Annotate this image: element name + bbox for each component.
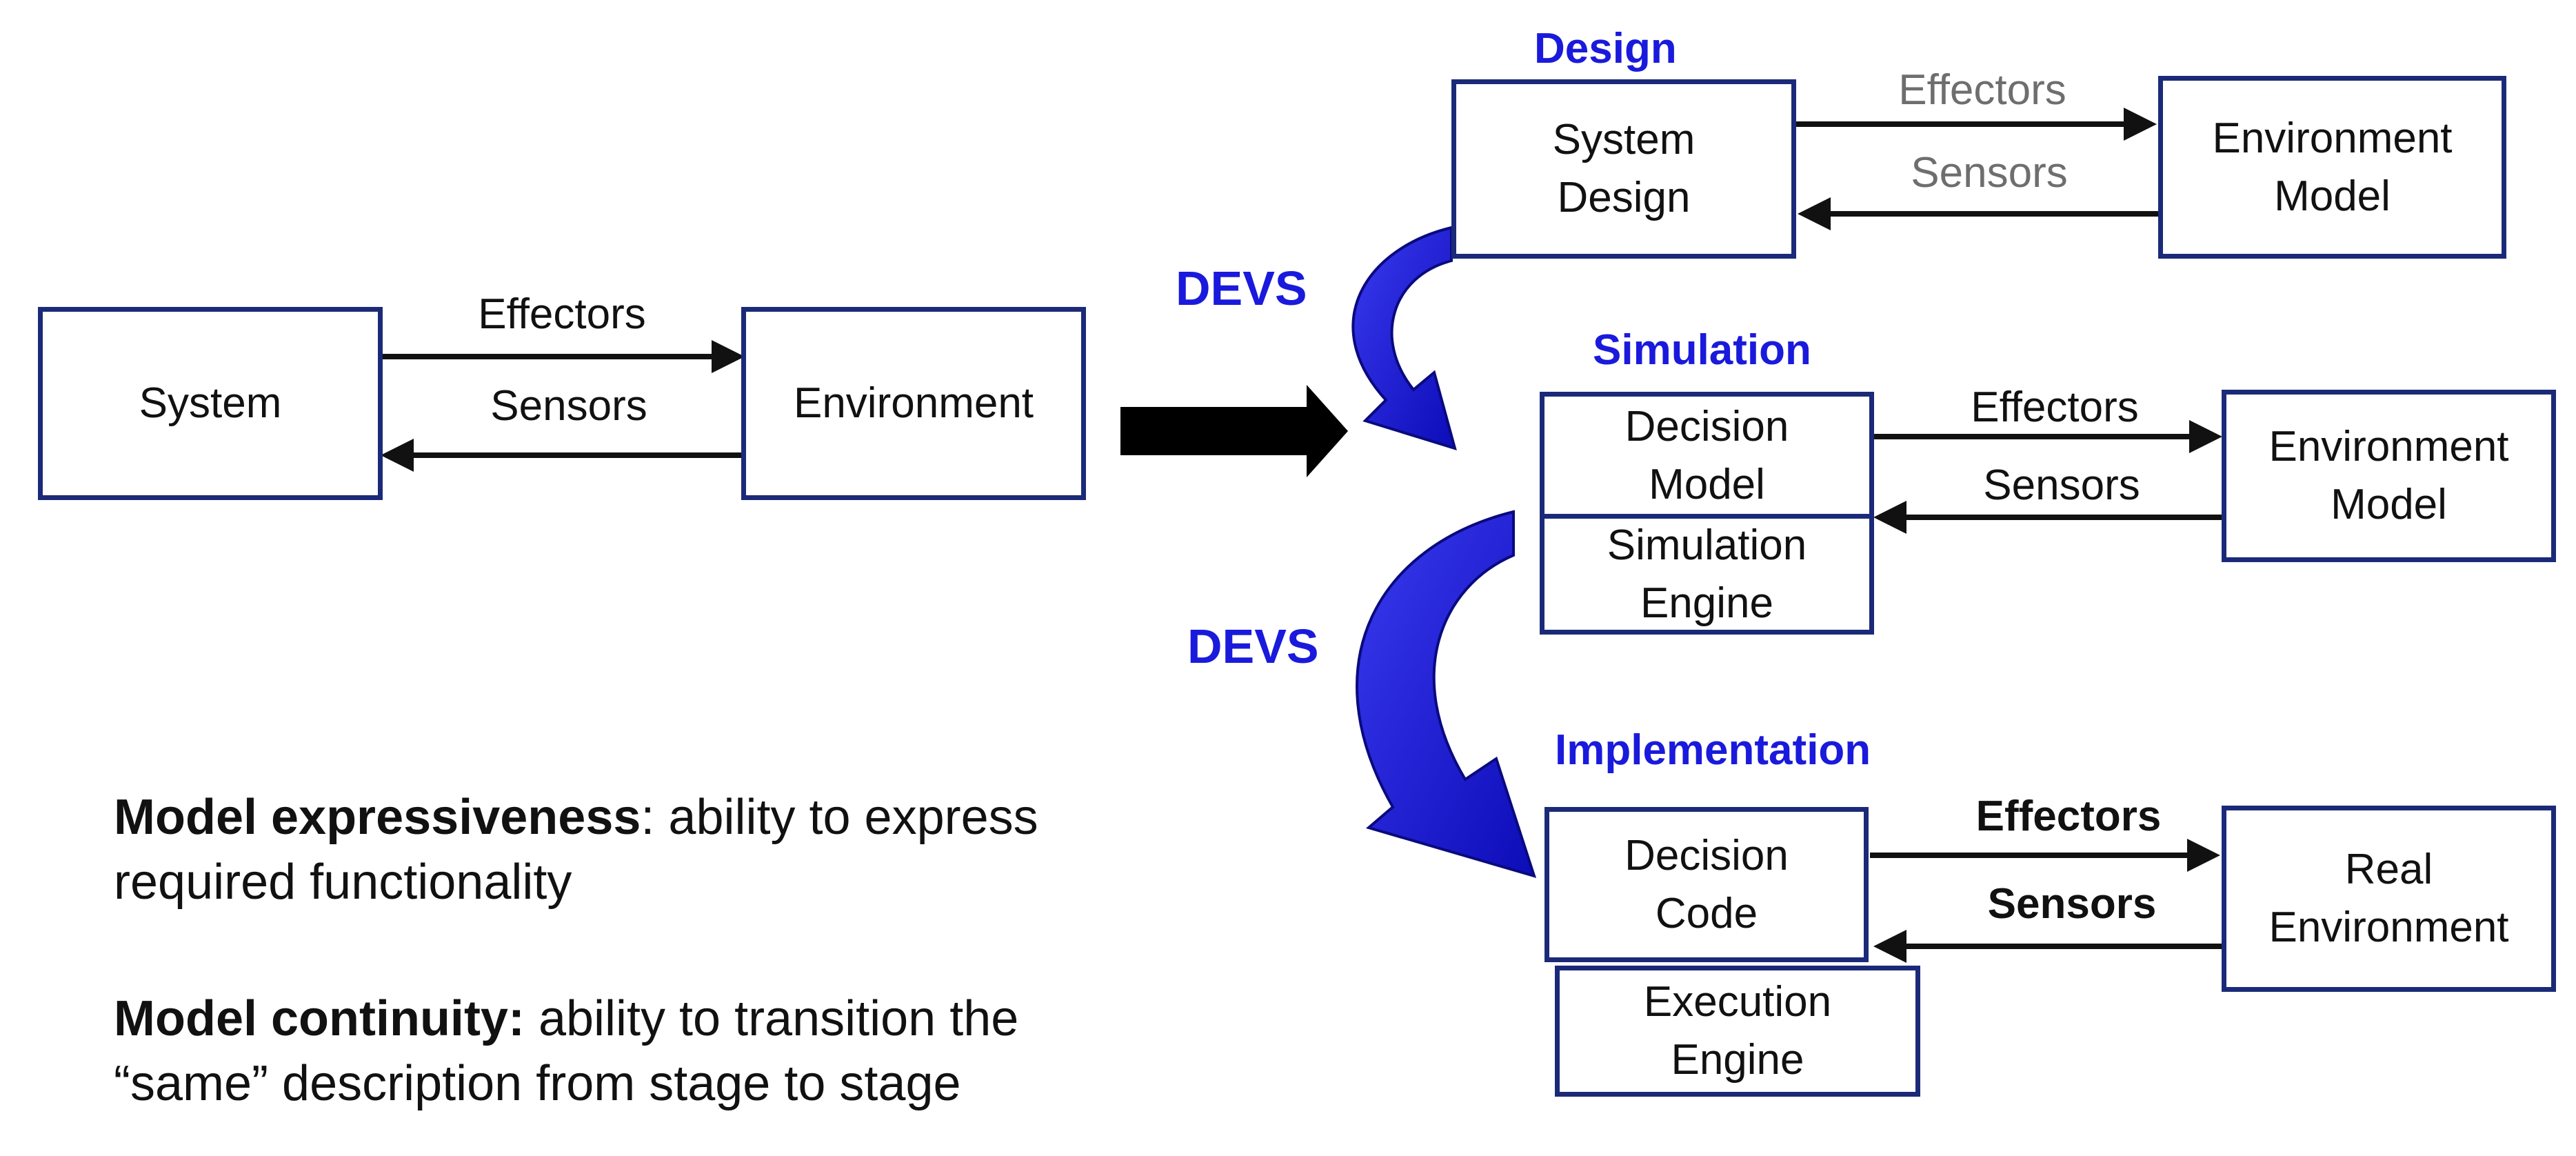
note-expressiveness-term: Model expressiveness [114,790,641,845]
note-continuity-term: Model continuity: [114,991,525,1046]
design-sensors-label: Sensors [1911,149,2068,197]
devs-curved-arrow-upper [1351,226,1457,450]
design-environment-box: Environment Model [2158,76,2506,259]
environment-box: Environment [741,307,1086,500]
note-expressiveness: Model expressiveness: ability to express… [114,785,1038,915]
simulation-engine-box-label: Simulation Engine [1607,521,1807,627]
implementation-environment-box-label: Real Environment [2268,846,2509,951]
design-environment-box-label: Environment Model [2212,114,2453,220]
system-box: System [38,307,383,500]
design-title: Design [1534,25,1677,72]
system-box-label: System [139,379,282,427]
simulation-decision-box-label: Decision Model [1624,402,1789,508]
implementation-engine-box-label: Execution Engine [1643,978,1832,1084]
note-continuity-text: ability to transition the “same” descrip… [114,991,1019,1111]
implementation-environment-box: Real Environment [2222,806,2556,992]
note-expressiveness-text: : ability to express required functional… [114,790,1038,910]
implementation-effectors-label: Effectors [1975,793,2162,840]
left-sensors-label: Sensors [490,382,647,430]
devs-label-upper: DEVS [1176,261,1307,315]
implementation-sensors-label: Sensors [1987,880,2157,928]
implementation-title: Implementation [1555,726,1871,774]
design-effectors-label: Effectors [1898,66,2066,114]
simulation-decision-box: Decision Model [1540,392,1874,519]
environment-box-label: Environment [793,379,1034,427]
devs-curved-arrow-lower [1356,510,1537,878]
transform-arrow [1120,385,1348,477]
implementation-engine-box: Execution Engine [1555,966,1920,1097]
simulation-effectors-label: Effectors [1971,383,2139,431]
design-system-box: System Design [1451,79,1796,259]
simulation-environment-box: Environment Model [2222,390,2556,562]
simulation-sensors-label: Sensors [1983,461,2140,509]
devs-label-lower: DEVS [1187,619,1319,673]
left-effectors-label: Effectors [478,290,646,338]
implementation-decision-box-label: Decision Code [1624,831,1789,937]
simulation-title: Simulation [1593,326,1811,374]
simulation-environment-box-label: Environment Model [2268,423,2509,528]
simulation-engine-box: Simulation Engine [1540,514,1874,635]
implementation-decision-box: Decision Code [1544,807,1869,962]
note-continuity: Model continuity: ability to transition … [114,986,1018,1116]
design-system-box-label: System Design [1552,116,1695,221]
